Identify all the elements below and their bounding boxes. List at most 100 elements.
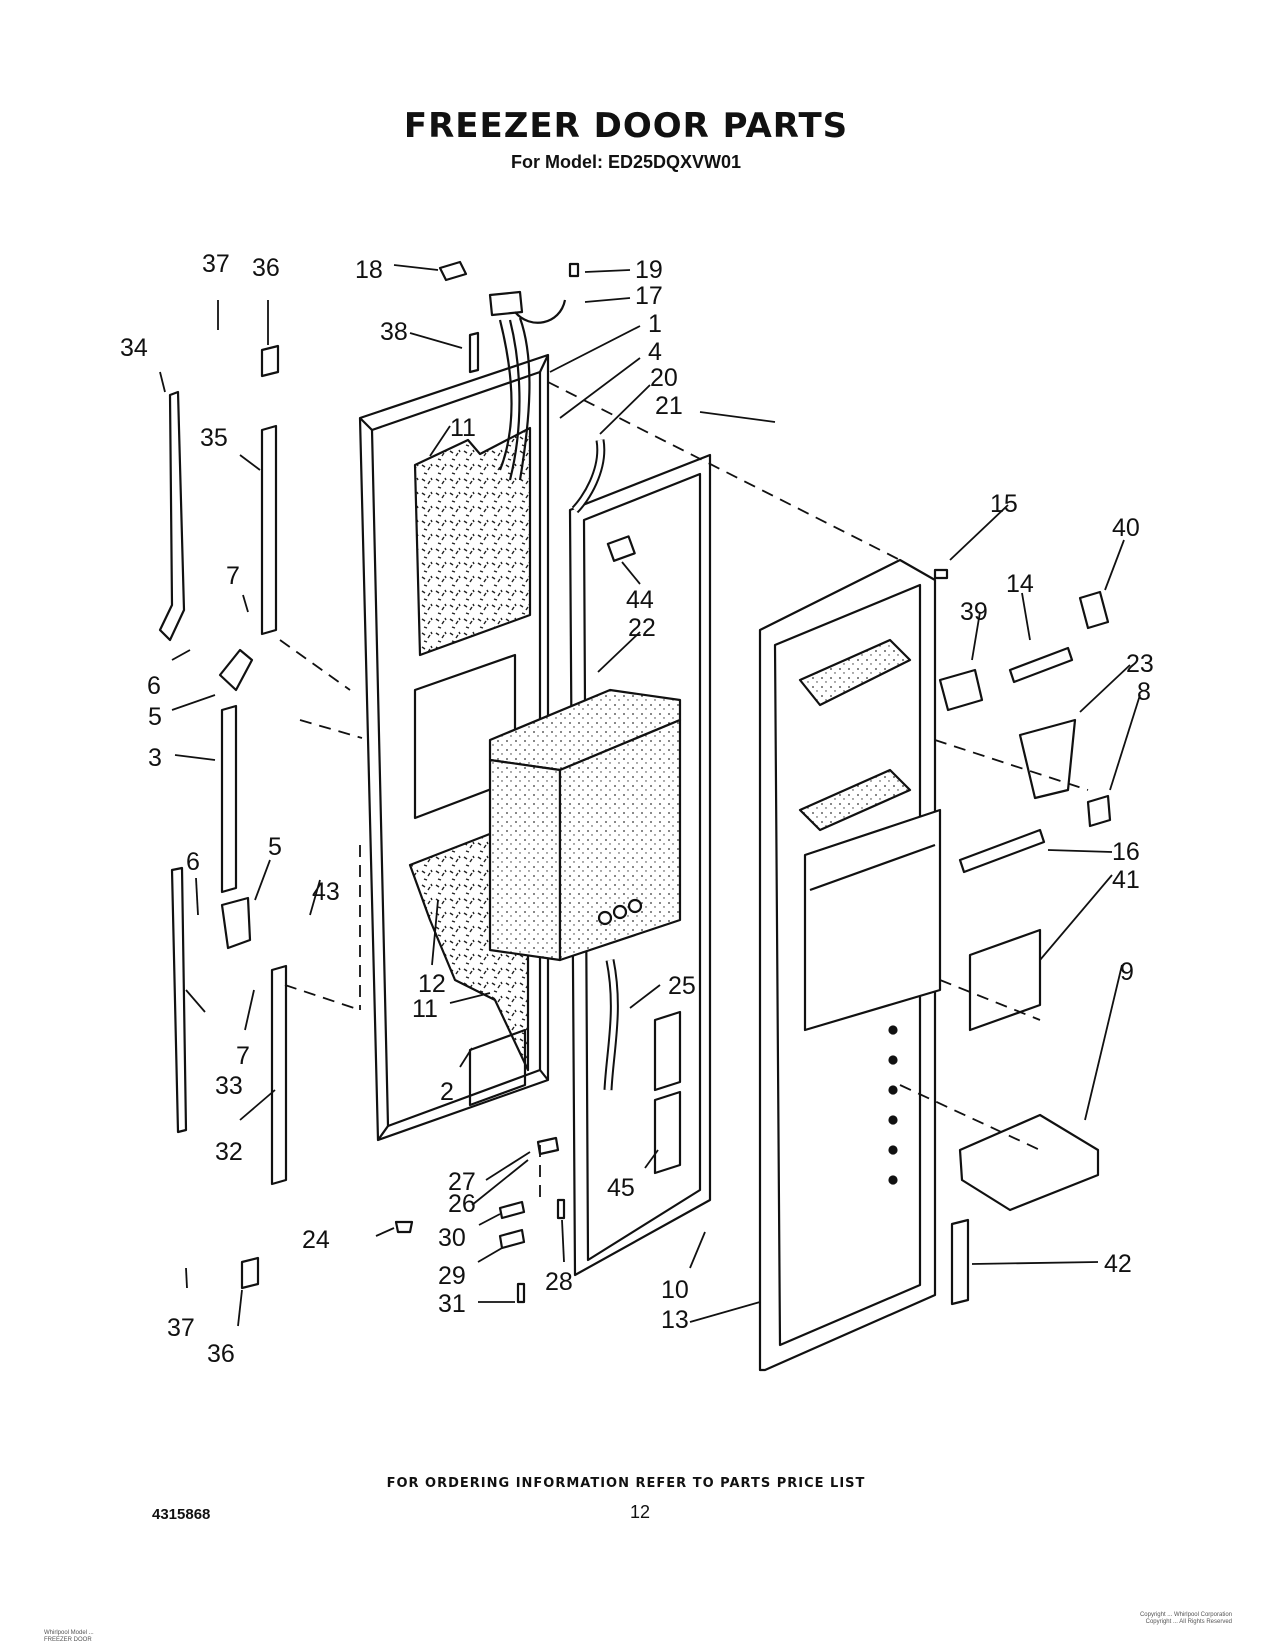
callout-16: 16 <box>1112 838 1140 866</box>
part-5-upper-bracket <box>218 648 254 692</box>
part-8-bracket <box>1086 794 1112 828</box>
fine-print-left-line: Whirlpool Model ... <box>44 1630 94 1636</box>
callout-32: 32 <box>215 1138 243 1166</box>
part-45-block-lower <box>653 1090 682 1175</box>
part-42-hinge <box>950 1218 970 1306</box>
callout-18: 18 <box>355 256 383 284</box>
fine-print-right-line: Copyright ... Whirlpool Corporation <box>1139 1612 1232 1618</box>
part-15-screw <box>933 568 949 580</box>
fine-print-left-line: FREEZER DOOR <box>44 1637 92 1643</box>
callout-37-top: 37 <box>202 250 230 278</box>
callout-11-top: 11 <box>450 414 476 442</box>
callout-8: 8 <box>1137 678 1151 706</box>
part-33-gasket-strip <box>170 866 188 1134</box>
callout-29: 29 <box>438 1262 466 1290</box>
part-16-rail <box>958 828 1046 874</box>
part-30-block <box>498 1200 526 1220</box>
part-34-gasket-strip <box>158 390 186 642</box>
part-19-screw <box>568 262 580 278</box>
part-36-lower-hinge <box>240 1256 260 1290</box>
callout-15: 15 <box>990 490 1018 518</box>
part-9-drip-tray <box>958 1113 1100 1212</box>
part-25-tube-inner <box>605 959 617 1091</box>
callout-45: 45 <box>607 1174 635 1202</box>
callout-42: 42 <box>1104 1250 1132 1278</box>
callout-5-top: 5 <box>148 703 162 731</box>
callout-38: 38 <box>380 318 408 346</box>
callout-1: 1 <box>648 310 662 338</box>
part-28-screw <box>556 1198 566 1220</box>
callout-37-bottom: 37 <box>167 1314 195 1342</box>
callout-35: 35 <box>200 424 228 452</box>
callout-36-top: 36 <box>252 254 280 282</box>
callout-3: 3 <box>148 744 162 772</box>
part-40-cap <box>1078 590 1110 630</box>
part-31-screw <box>516 1282 526 1304</box>
callout-5-mid: 5 <box>268 833 282 861</box>
page-title: FREEZER DOOR PARTS <box>403 106 849 146</box>
part-24-bushing <box>394 1220 414 1234</box>
callout-30: 30 <box>438 1224 466 1252</box>
part-29-block <box>498 1228 526 1250</box>
callout-39: 39 <box>960 598 988 626</box>
part-41-plate <box>968 928 1042 1032</box>
part-45-block-upper <box>653 1010 682 1092</box>
callout-27: 27 <box>448 1168 476 1196</box>
callout-14: 14 <box>1006 570 1034 598</box>
wiring-harness <box>488 290 567 481</box>
callout-21: 21 <box>655 392 683 420</box>
callout-26: 26 <box>448 1190 476 1218</box>
model-subtitle: For Model: ED25DQXVW01 <box>510 152 742 172</box>
callout-41: 41 <box>1112 866 1140 894</box>
callout-43: 43 <box>312 878 340 906</box>
callout-44: 44 <box>626 586 654 614</box>
fine-print-left: Whirlpool Model ... FREEZER DOOR <box>44 1630 94 1644</box>
part-36-upper-hinge <box>260 344 280 378</box>
fine-print-right: Copyright ... Whirlpool Corporation Copy… <box>1140 1612 1232 1626</box>
ordering-info-note: FOR ORDERING INFORMATION REFER TO PARTS … <box>386 1476 866 1491</box>
callout-12: 12 <box>418 970 446 998</box>
callout-6-mid: 6 <box>186 848 200 876</box>
callout-20: 20 <box>650 364 678 392</box>
part-23-chute <box>1018 718 1077 800</box>
part-32-trim <box>270 964 288 1186</box>
page-number: 12 <box>630 1502 651 1522</box>
callout-22: 22 <box>628 614 656 642</box>
callout-9: 9 <box>1120 958 1134 986</box>
part-38-pin <box>468 331 480 374</box>
callout-10: 10 <box>661 1276 689 1304</box>
outer-door-frame <box>758 558 942 1372</box>
part-20-tube-inner <box>573 439 604 512</box>
callout-40: 40 <box>1112 514 1140 542</box>
callout-36-bottom: 36 <box>207 1340 235 1368</box>
callout-31: 31 <box>438 1290 466 1318</box>
assembly-lines <box>279 381 1089 1200</box>
callout-2: 2 <box>440 1078 454 1106</box>
callout-11-mid: 11 <box>412 995 438 1023</box>
fine-print-right-line: Copyright ... All Rights Reserved <box>1145 1619 1232 1625</box>
part-35-trim <box>260 424 278 636</box>
callout-24: 24 <box>302 1226 330 1254</box>
part-3-trim <box>220 704 238 894</box>
callout-6-top: 6 <box>147 672 161 700</box>
callout-17: 17 <box>635 282 663 310</box>
part-5-lower-bracket <box>220 896 252 950</box>
callout-28: 28 <box>545 1268 573 1296</box>
callout-19: 19 <box>635 256 663 284</box>
callout-34: 34 <box>120 334 148 362</box>
callout-23: 23 <box>1126 650 1154 678</box>
dispenser-housing <box>488 688 682 962</box>
callout-4: 4 <box>648 338 662 366</box>
callout-13: 13 <box>661 1306 689 1334</box>
callout-labels: 37 36 34 35 7 6 5 3 6 5 43 33 7 32 37 36… <box>120 250 1154 1368</box>
part-18-clip <box>438 260 468 282</box>
part-26-washer <box>536 1136 560 1156</box>
document-number: 4315868 <box>152 1506 211 1523</box>
part-14-rail <box>1008 646 1074 684</box>
callout-7-mid: 7 <box>236 1042 250 1070</box>
callout-7-top: 7 <box>226 562 240 590</box>
part-39-pad <box>938 668 984 712</box>
callout-25: 25 <box>668 972 696 1000</box>
callout-33: 33 <box>215 1072 243 1100</box>
